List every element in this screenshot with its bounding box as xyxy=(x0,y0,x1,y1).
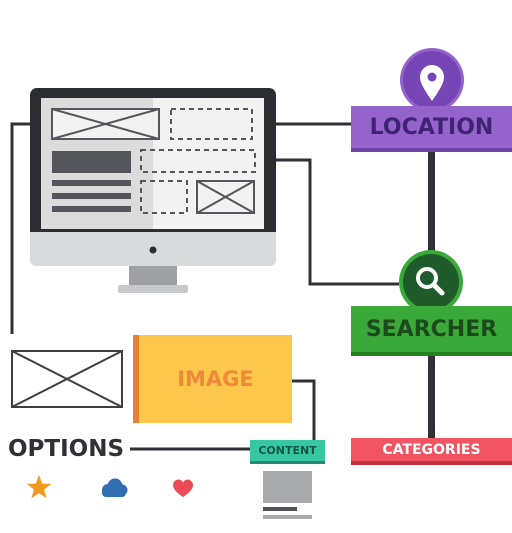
categories-label: CATEGORIES xyxy=(351,438,512,465)
screen-text-line-1 xyxy=(52,180,131,186)
content-card xyxy=(263,471,312,519)
searcher-label: SEARCHER xyxy=(351,306,512,356)
location-label: LOCATION xyxy=(351,106,512,152)
screen-dashed-box-middle xyxy=(140,149,256,173)
monitor-camera-dot xyxy=(149,246,157,254)
options-label: OPTIONS xyxy=(8,436,125,462)
screen-image-placeholder xyxy=(51,108,160,140)
magnifier-icon xyxy=(399,250,463,314)
content-label: CONTENT xyxy=(250,440,325,464)
screen-dashed-box-small xyxy=(140,180,188,214)
monitor-neck xyxy=(129,266,177,286)
screen-text-line-2 xyxy=(52,193,131,199)
monitor xyxy=(30,88,276,293)
image-placeholder-large xyxy=(11,350,123,408)
star-icon xyxy=(26,475,52,499)
connector-image-content xyxy=(292,379,316,440)
cloud-icon xyxy=(102,478,128,497)
heart-icon xyxy=(173,479,193,497)
screen-text-line-3 xyxy=(52,206,131,212)
content-card-line-1 xyxy=(263,507,297,511)
content-card-image xyxy=(263,471,312,503)
screen-image-placeholder-small xyxy=(196,180,255,214)
image-label: IMAGE xyxy=(133,335,292,423)
monitor-stand xyxy=(118,285,188,293)
location-pin-icon xyxy=(400,48,464,112)
screen-dashed-box-top xyxy=(170,108,253,140)
connector-location-searcher xyxy=(428,152,435,252)
screen-heading-block xyxy=(52,151,131,173)
connector-searcher-categories xyxy=(428,356,435,438)
content-card-line-2 xyxy=(263,515,312,519)
